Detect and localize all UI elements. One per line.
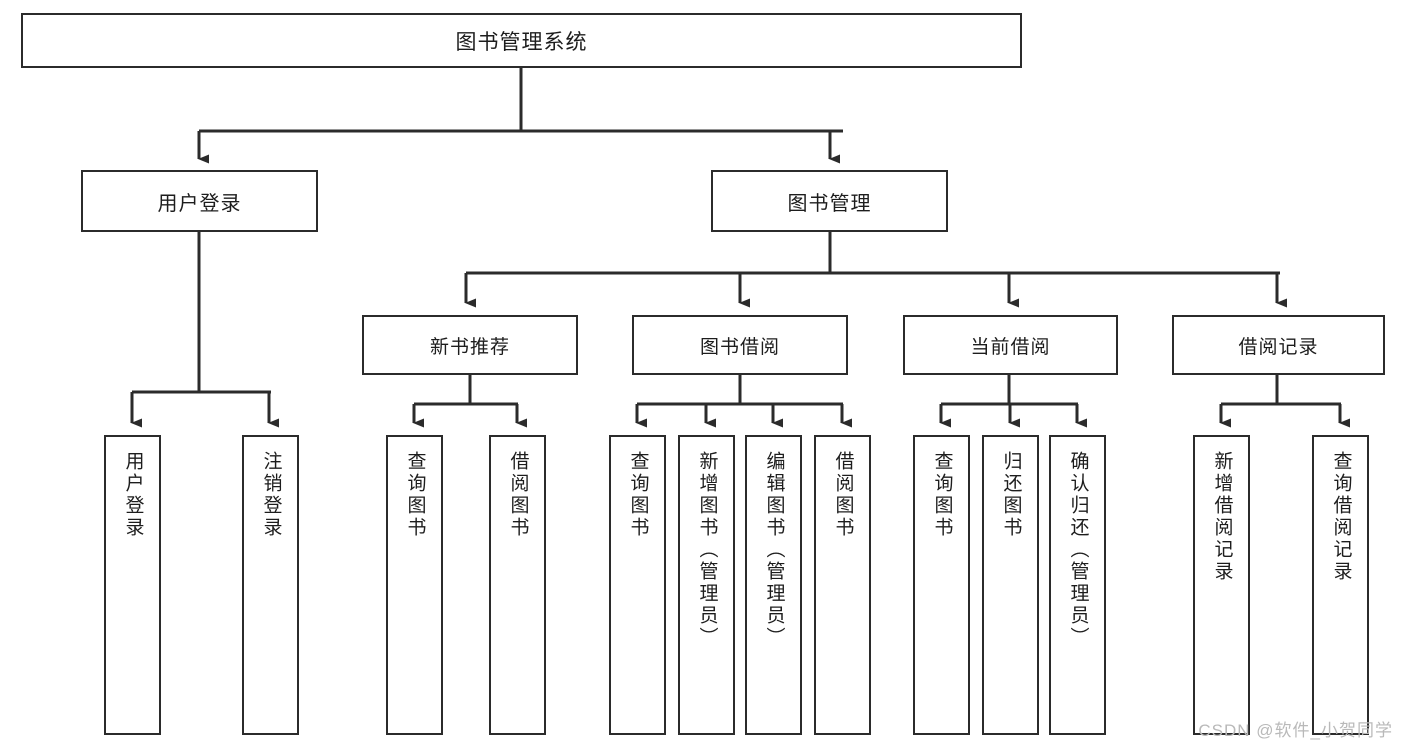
node-current-borrow[interactable]: 当前借阅 xyxy=(903,315,1118,375)
node-label: 新书推荐 xyxy=(429,336,510,358)
node-label: 用户登录 xyxy=(122,451,144,539)
csdn-watermark: CSDN @软件_小贺同学 xyxy=(1198,721,1393,740)
node-label: 查询借阅记录 xyxy=(1330,451,1352,583)
node-label: 新增图书（管理员） xyxy=(696,451,718,649)
node-borrow-record[interactable]: 借阅记录 xyxy=(1172,315,1385,375)
node-label: 注销登录 xyxy=(260,451,282,539)
leaf-borrow-record-query-record[interactable]: 查询借阅记录 xyxy=(1312,435,1369,735)
node-label: 编辑图书（管理员） xyxy=(763,451,785,649)
node-label: 归还图书 xyxy=(1000,451,1022,539)
node-label: 查询图书 xyxy=(627,451,649,539)
node-label: 借阅图书 xyxy=(507,451,529,539)
leaf-book-borrow-query-book[interactable]: 查询图书 xyxy=(609,435,666,735)
node-label: 图书管理 xyxy=(787,192,872,215)
leaf-current-borrow-confirm-return-admin[interactable]: 确认归还（管理员） xyxy=(1049,435,1106,735)
leaf-book-borrow-borrow-book[interactable]: 借阅图书 xyxy=(814,435,871,735)
node-user-login[interactable]: 用户登录 xyxy=(81,170,318,232)
node-label: 查询图书 xyxy=(931,451,953,539)
node-label: 借阅图书 xyxy=(832,451,854,539)
node-root-book-management-system[interactable]: 图书管理系统 xyxy=(21,13,1022,68)
leaf-new-book-query-book[interactable]: 查询图书 xyxy=(386,435,443,735)
leaf-user-login-login[interactable]: 用户登录 xyxy=(104,435,161,735)
leaf-book-borrow-add-book-admin[interactable]: 新增图书（管理员） xyxy=(678,435,735,735)
node-book-management[interactable]: 图书管理 xyxy=(711,170,948,232)
node-label: 查询图书 xyxy=(404,451,426,539)
node-label: 新增借阅记录 xyxy=(1211,451,1233,583)
leaf-current-borrow-return-book[interactable]: 归还图书 xyxy=(982,435,1039,735)
leaf-new-book-borrow-book[interactable]: 借阅图书 xyxy=(489,435,546,735)
node-label: 用户登录 xyxy=(157,192,242,215)
node-book-borrow[interactable]: 图书借阅 xyxy=(632,315,848,375)
leaf-user-login-logout[interactable]: 注销登录 xyxy=(242,435,299,735)
node-label: 确认归还（管理员） xyxy=(1067,451,1089,649)
leaf-current-borrow-query-book[interactable]: 查询图书 xyxy=(913,435,970,735)
node-label: 当前借阅 xyxy=(970,336,1051,358)
node-new-book-recommend[interactable]: 新书推荐 xyxy=(362,315,578,375)
node-label: 图书借阅 xyxy=(699,336,780,358)
node-label: 借阅记录 xyxy=(1238,336,1319,358)
leaf-book-borrow-edit-book-admin[interactable]: 编辑图书（管理员） xyxy=(745,435,802,735)
leaf-borrow-record-add-record[interactable]: 新增借阅记录 xyxy=(1193,435,1250,735)
node-label: 图书管理系统 xyxy=(455,30,588,54)
